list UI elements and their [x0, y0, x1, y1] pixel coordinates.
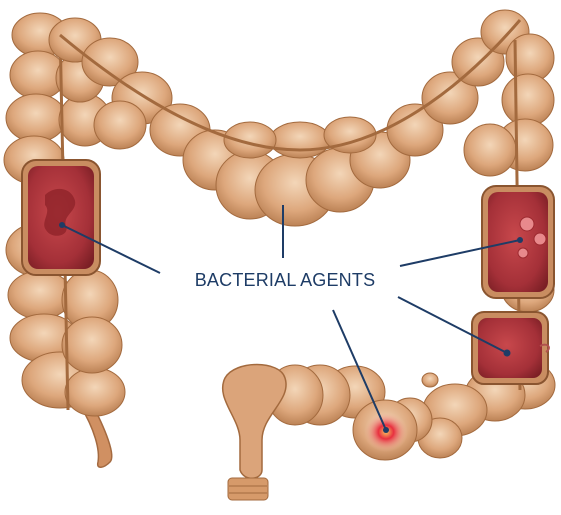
- cutaway-ascending: [22, 160, 100, 275]
- cutaway-descending-lower: [472, 312, 549, 384]
- transverse-colon: [49, 10, 529, 226]
- marker-dot-1: [59, 222, 65, 228]
- bacterial-agents-label: BACTERIAL AGENTS: [179, 270, 391, 291]
- rectum: [223, 365, 286, 501]
- marker-dot-4: [383, 427, 389, 433]
- marker-dot-3: [504, 350, 511, 357]
- marker-dot-2: [517, 237, 523, 243]
